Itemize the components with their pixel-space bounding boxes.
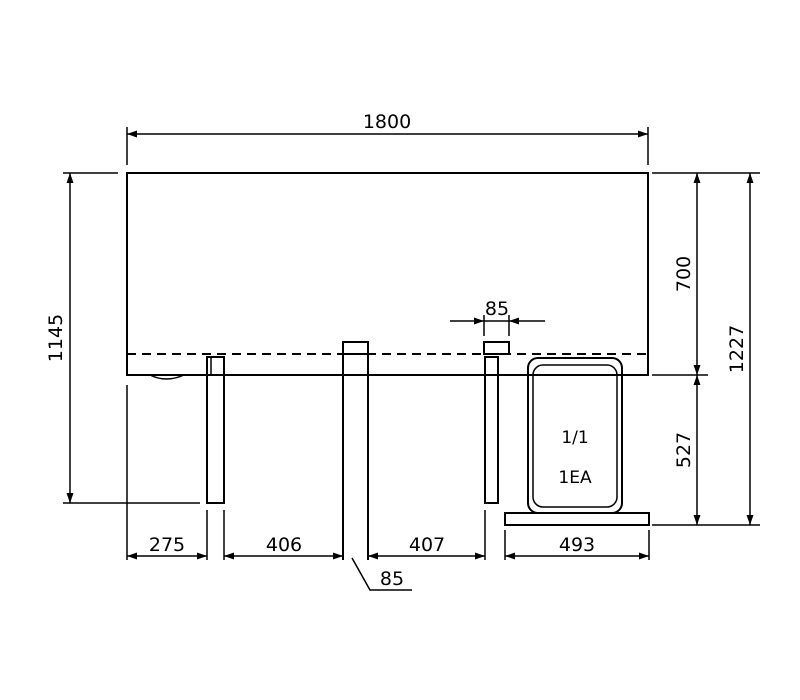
leg-left <box>206 356 225 504</box>
pan-inner <box>532 364 618 508</box>
dim-seg4-label: 493 <box>559 534 595 556</box>
pan-unit: 1/1 1EA <box>504 357 650 526</box>
leg-right-cap <box>483 341 510 355</box>
dim-top-gap-label: 85 <box>485 298 509 320</box>
dim-seg2-label: 406 <box>266 534 302 556</box>
dim-left-height-label: 1145 <box>45 314 67 362</box>
dim-seg3-label: 407 <box>409 534 445 556</box>
dimension-lines <box>66 130 754 591</box>
dim-bottom-gap-label: 85 <box>380 568 404 590</box>
dim-upper-label: 700 <box>673 256 695 292</box>
extension-lines <box>63 127 760 560</box>
leg-right <box>484 356 499 504</box>
leader-line-bottom-gap <box>351 557 412 591</box>
dim-lower-label: 527 <box>673 432 695 468</box>
dim-total-label: 1227 <box>726 325 748 373</box>
bottom-curve <box>149 374 185 380</box>
pan-qty-label: 1EA <box>558 468 592 488</box>
pan-size-label: 1/1 <box>561 428 588 448</box>
cabinet-outline <box>126 172 649 376</box>
pan-base <box>504 512 650 526</box>
cabinet-body <box>126 172 649 380</box>
dim-seg1-label: 275 <box>149 534 185 556</box>
dim-width-label: 1800 <box>363 111 411 133</box>
legs <box>206 341 510 560</box>
dimension-texts: 1800 1145 700 527 1227 85 275 406 407 49… <box>45 111 748 590</box>
leg-center-cap <box>342 341 369 355</box>
